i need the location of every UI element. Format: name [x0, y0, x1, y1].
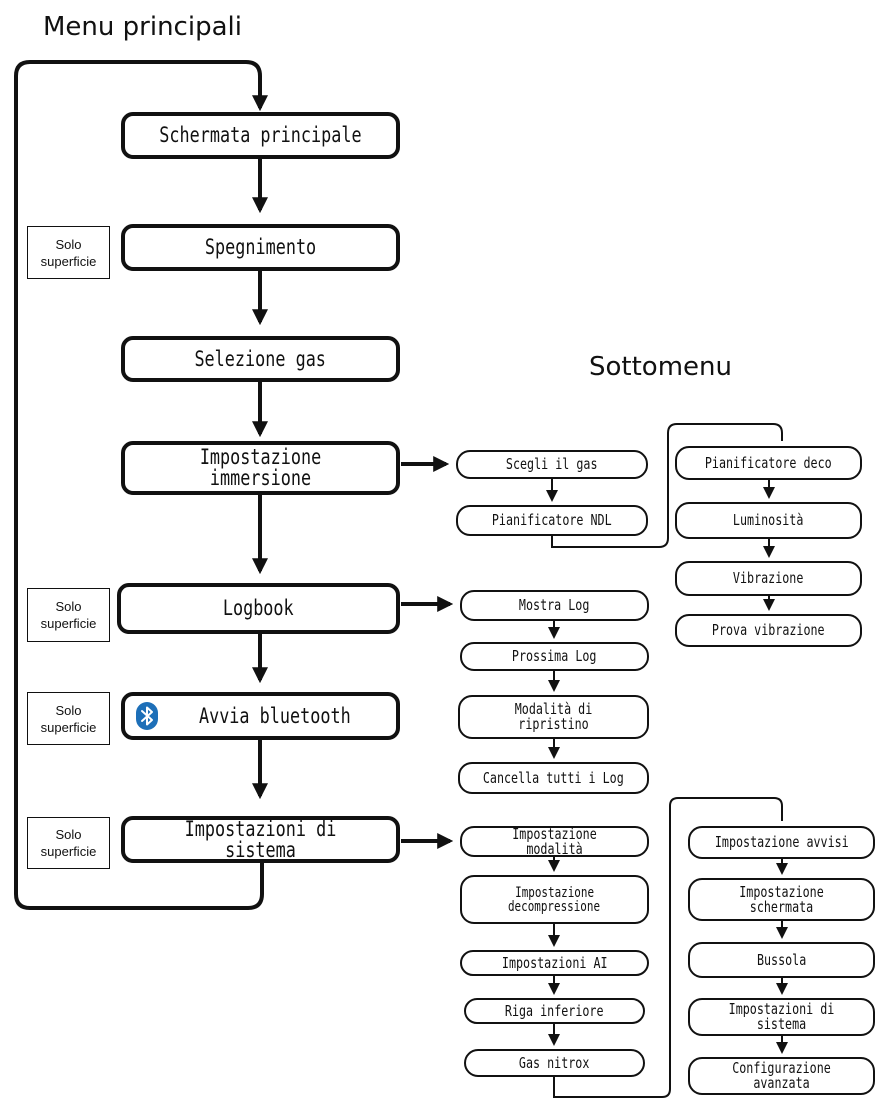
submenu-item-deco-planner: Pianificatore deco [675, 446, 862, 480]
submenu-item-show-log: Mostra Log [460, 590, 649, 621]
submenu-item-advanced-config: Configurazione avanzata [688, 1057, 875, 1095]
submenu-item-ai-settings: Impostazioni AI [460, 950, 649, 976]
submenu-chain-lines [546, 423, 788, 1098]
main-menu-item-system-settings: Impostazioni di sistema [121, 816, 400, 863]
submenu-branch-arrows [401, 456, 454, 849]
main-menu-item-shutdown: Spegnimento [121, 224, 400, 271]
submenu-item-next-log: Prossima Log [460, 642, 649, 671]
submenu-heading: Sottomenu [589, 352, 732, 382]
bluetooth-icon [136, 702, 158, 730]
submenu-item-vibration: Vibrazione [675, 561, 862, 596]
surface-only-note: Solo superficie [27, 226, 110, 279]
submenu-item-system-settings: Impostazioni di sistema [688, 998, 875, 1036]
main-menu-heading: Menu principali [43, 12, 242, 42]
submenu-item-screen-setup: Impostazione schermata [688, 878, 875, 921]
submenu-item-nitrox-gas: Gas nitrox [464, 1049, 645, 1077]
submenu-item-vibration-test: Prova vibrazione [675, 614, 862, 647]
main-menu-item-main-screen: Schermata principale [121, 112, 400, 159]
submenu-item-deco-setup: Impostazione decompressione [460, 875, 649, 924]
main-menu-item-dive-setup: Impostazione immersione [121, 441, 400, 495]
submenu-item-compass: Bussola [688, 942, 875, 978]
submenu-item-alerts-setup: Impostazione avvisi [688, 826, 875, 859]
submenu-item-choose-gas: Scegli il gas [456, 450, 648, 479]
submenu-item-mode-setup: Impostazione modalità [460, 826, 649, 857]
submenu-item-brightness: Luminosità [675, 502, 862, 539]
submenu-item-restore-mode: Modalità di ripristino [458, 695, 649, 739]
main-menu-item-logbook: Logbook [117, 583, 400, 634]
submenu-item-delete-all-logs: Cancella tutti i Log [458, 762, 649, 794]
surface-only-note: Solo superficie [27, 692, 110, 745]
surface-only-note: Solo superficie [27, 817, 110, 869]
submenu-item-ndl-planner: Pianificatore NDL [456, 505, 648, 536]
main-menu-item-gas-select: Selezione gas [121, 336, 400, 382]
main-menu-loop [14, 60, 268, 910]
submenu-item-bottom-row: Riga inferiore [464, 998, 645, 1024]
main-menu-item-bluetooth: Avvia bluetooth [121, 692, 400, 740]
surface-only-note: Solo superficie [27, 588, 110, 642]
